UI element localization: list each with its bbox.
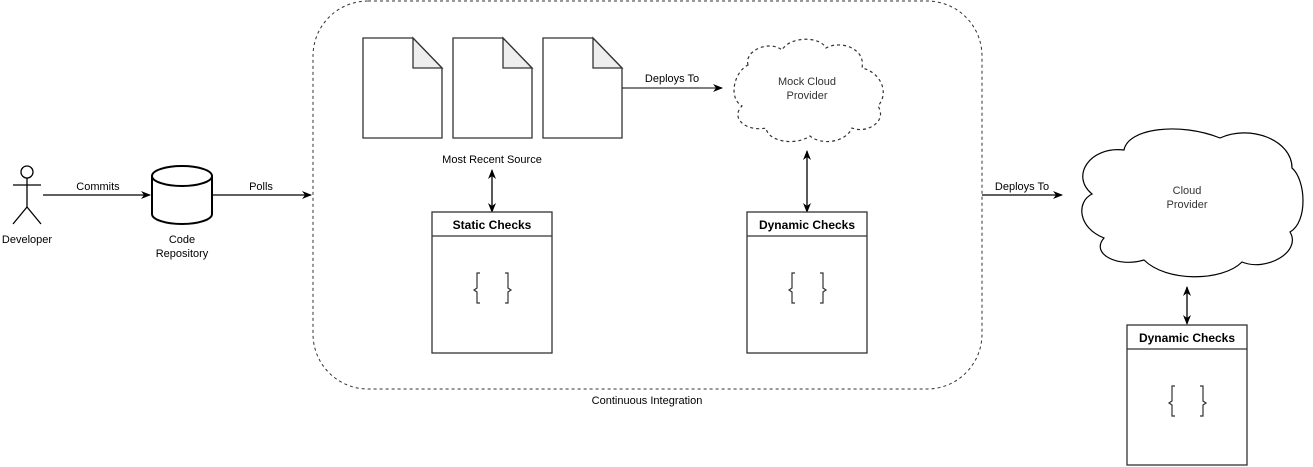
document-icon bbox=[542, 36, 624, 139]
developer-label: Developer bbox=[2, 234, 52, 246]
edge-deploys-cloud[interactable]: Deploys To bbox=[982, 181, 1063, 199]
cloud-label-line2: Provider bbox=[1167, 199, 1208, 211]
mock-cloud-label-line2: Provider bbox=[787, 90, 828, 102]
ci-group-label: Continuous Integration bbox=[592, 395, 703, 407]
edge-commits[interactable]: Commits bbox=[43, 181, 151, 199]
cloud-icon bbox=[733, 38, 884, 143]
static-checks-title: Static Checks bbox=[453, 218, 532, 232]
document-icon bbox=[452, 36, 534, 139]
static-checks-box[interactable]: Static Checks bbox=[431, 211, 553, 354]
code-braces-icon bbox=[787, 272, 828, 304]
database-cylinder-icon bbox=[151, 165, 213, 225]
code-braces-icon bbox=[472, 272, 513, 304]
stick-figure-icon bbox=[12, 165, 42, 225]
cloud-icon bbox=[1081, 128, 1304, 278]
source-label: Most Recent Source bbox=[442, 154, 542, 166]
repository-label-line2: Repository bbox=[156, 248, 209, 260]
cloud-label-line1: Cloud bbox=[1173, 185, 1202, 197]
dynamic-checks-cloud-box[interactable]: Dynamic Checks bbox=[1126, 324, 1248, 466]
dynamic-checks-ci-title: Dynamic Checks bbox=[759, 218, 855, 232]
ci-group[interactable]: Continuous Integration bbox=[312, 0, 983, 407]
mock-cloud-label-line1: Mock Cloud bbox=[778, 76, 836, 88]
source-documents[interactable]: Most Recent Source bbox=[362, 36, 624, 166]
dynamic-checks-ci-box[interactable]: Dynamic Checks bbox=[746, 211, 868, 354]
developer-actor[interactable]: Developer bbox=[2, 165, 52, 246]
repository-label-line1: Code bbox=[169, 234, 195, 246]
document-icon bbox=[362, 36, 444, 139]
dynamic-checks-cloud-title: Dynamic Checks bbox=[1139, 331, 1235, 345]
edge-deploys-cloud-label: Deploys To bbox=[995, 181, 1049, 193]
cloud-provider[interactable]: Cloud Provider bbox=[1081, 128, 1304, 278]
code-repository[interactable]: Code Repository bbox=[151, 165, 213, 260]
edge-polls[interactable]: Polls bbox=[212, 181, 312, 199]
edge-commits-label: Commits bbox=[76, 181, 120, 193]
code-braces-icon bbox=[1167, 385, 1208, 417]
edge-deploys-mock-label: Deploys To bbox=[645, 73, 699, 85]
edge-deploys-mock[interactable]: Deploys To bbox=[622, 73, 723, 92]
mock-cloud-provider[interactable]: Mock Cloud Provider bbox=[733, 38, 884, 143]
edge-polls-label: Polls bbox=[249, 181, 273, 193]
